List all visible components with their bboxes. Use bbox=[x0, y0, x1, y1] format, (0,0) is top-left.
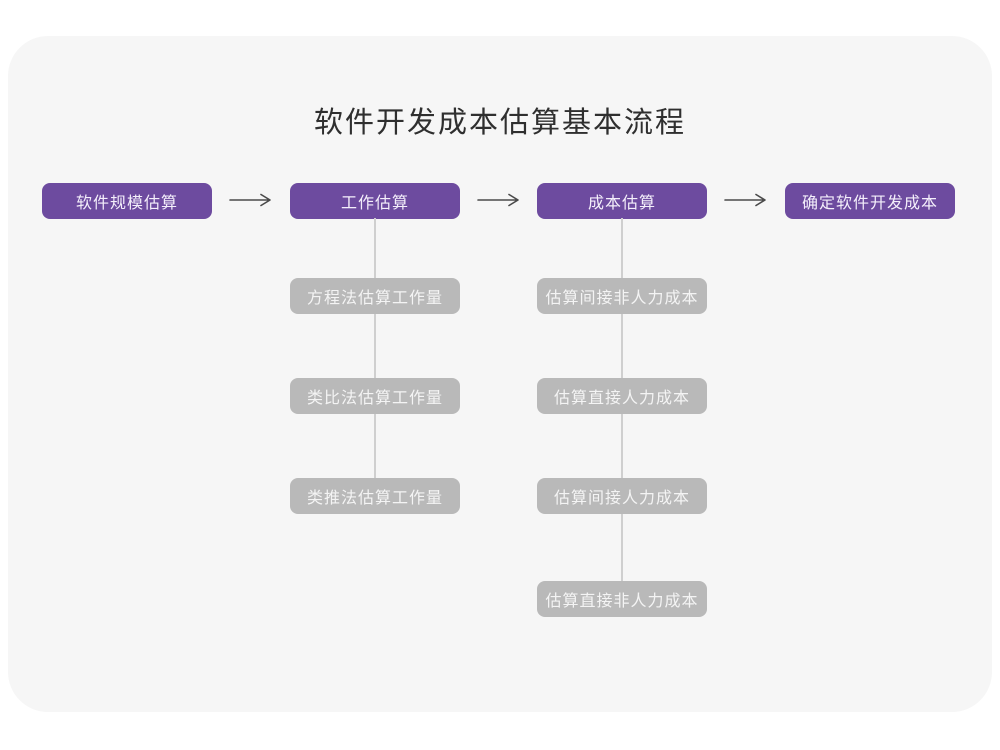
sub-node-analogy-method: 类比法估算工作量 bbox=[290, 378, 460, 414]
flow-node-cost-estimation: 成本估算 bbox=[537, 183, 707, 219]
flow-node-software-scale-estimation: 软件规模估算 bbox=[42, 183, 212, 219]
sub-node-extrapolation-method: 类推法估算工作量 bbox=[290, 478, 460, 514]
sub-node-indirect-nonlabor-cost: 估算间接非人力成本 bbox=[537, 278, 707, 314]
right-arrow-icon bbox=[477, 193, 519, 207]
flow-node-work-estimation: 工作估算 bbox=[290, 183, 460, 219]
sub-node-equation-method: 方程法估算工作量 bbox=[290, 278, 460, 314]
diagram-title: 软件开发成本估算基本流程 bbox=[313, 107, 686, 139]
sub-node-direct-labor-cost: 估算直接人力成本 bbox=[537, 378, 707, 414]
right-arrow-icon bbox=[724, 193, 766, 207]
sub-node-indirect-labor-cost: 估算间接人力成本 bbox=[537, 478, 707, 514]
sub-node-direct-nonlabor-cost: 估算直接非人力成本 bbox=[537, 581, 707, 617]
vertical-connector-work-estimation bbox=[374, 218, 376, 478]
right-arrow-icon bbox=[229, 193, 271, 207]
diagram-card: 软件开发成本估算基本流程 bbox=[8, 36, 992, 712]
flow-node-determine-development-cost: 确定软件开发成本 bbox=[785, 183, 955, 219]
